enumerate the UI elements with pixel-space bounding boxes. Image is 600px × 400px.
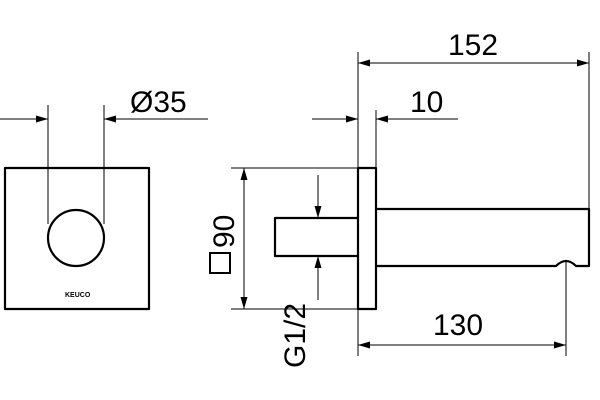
plate-thickness-label: 10 xyxy=(410,86,443,119)
side-view xyxy=(273,166,591,311)
spout-outlet-circle xyxy=(46,208,106,268)
spout-length-dimension: 130 xyxy=(357,262,567,356)
thread-dimension: G1/2 xyxy=(279,175,322,368)
thread-connector xyxy=(273,216,358,258)
cover-plate-side xyxy=(356,166,378,311)
spout-length-label: 130 xyxy=(433,309,483,342)
plate-thickness-dimension: 10 xyxy=(312,86,458,168)
square-dimension: 90 xyxy=(208,167,358,310)
spout-body xyxy=(376,207,591,268)
brand-logo: KEUCO xyxy=(65,292,91,299)
overall-length-label: 152 xyxy=(448,29,498,62)
front-view: KEUCO xyxy=(3,166,151,311)
cover-plate-front xyxy=(3,166,151,311)
thread-label: G1/2 xyxy=(279,303,312,368)
square-label: 90 xyxy=(208,215,241,248)
diameter-label: Ø35 xyxy=(130,86,187,119)
diameter-dimension: Ø35 xyxy=(0,86,208,224)
square-symbol xyxy=(209,252,231,274)
overall-length-dimension: 152 xyxy=(357,29,590,209)
